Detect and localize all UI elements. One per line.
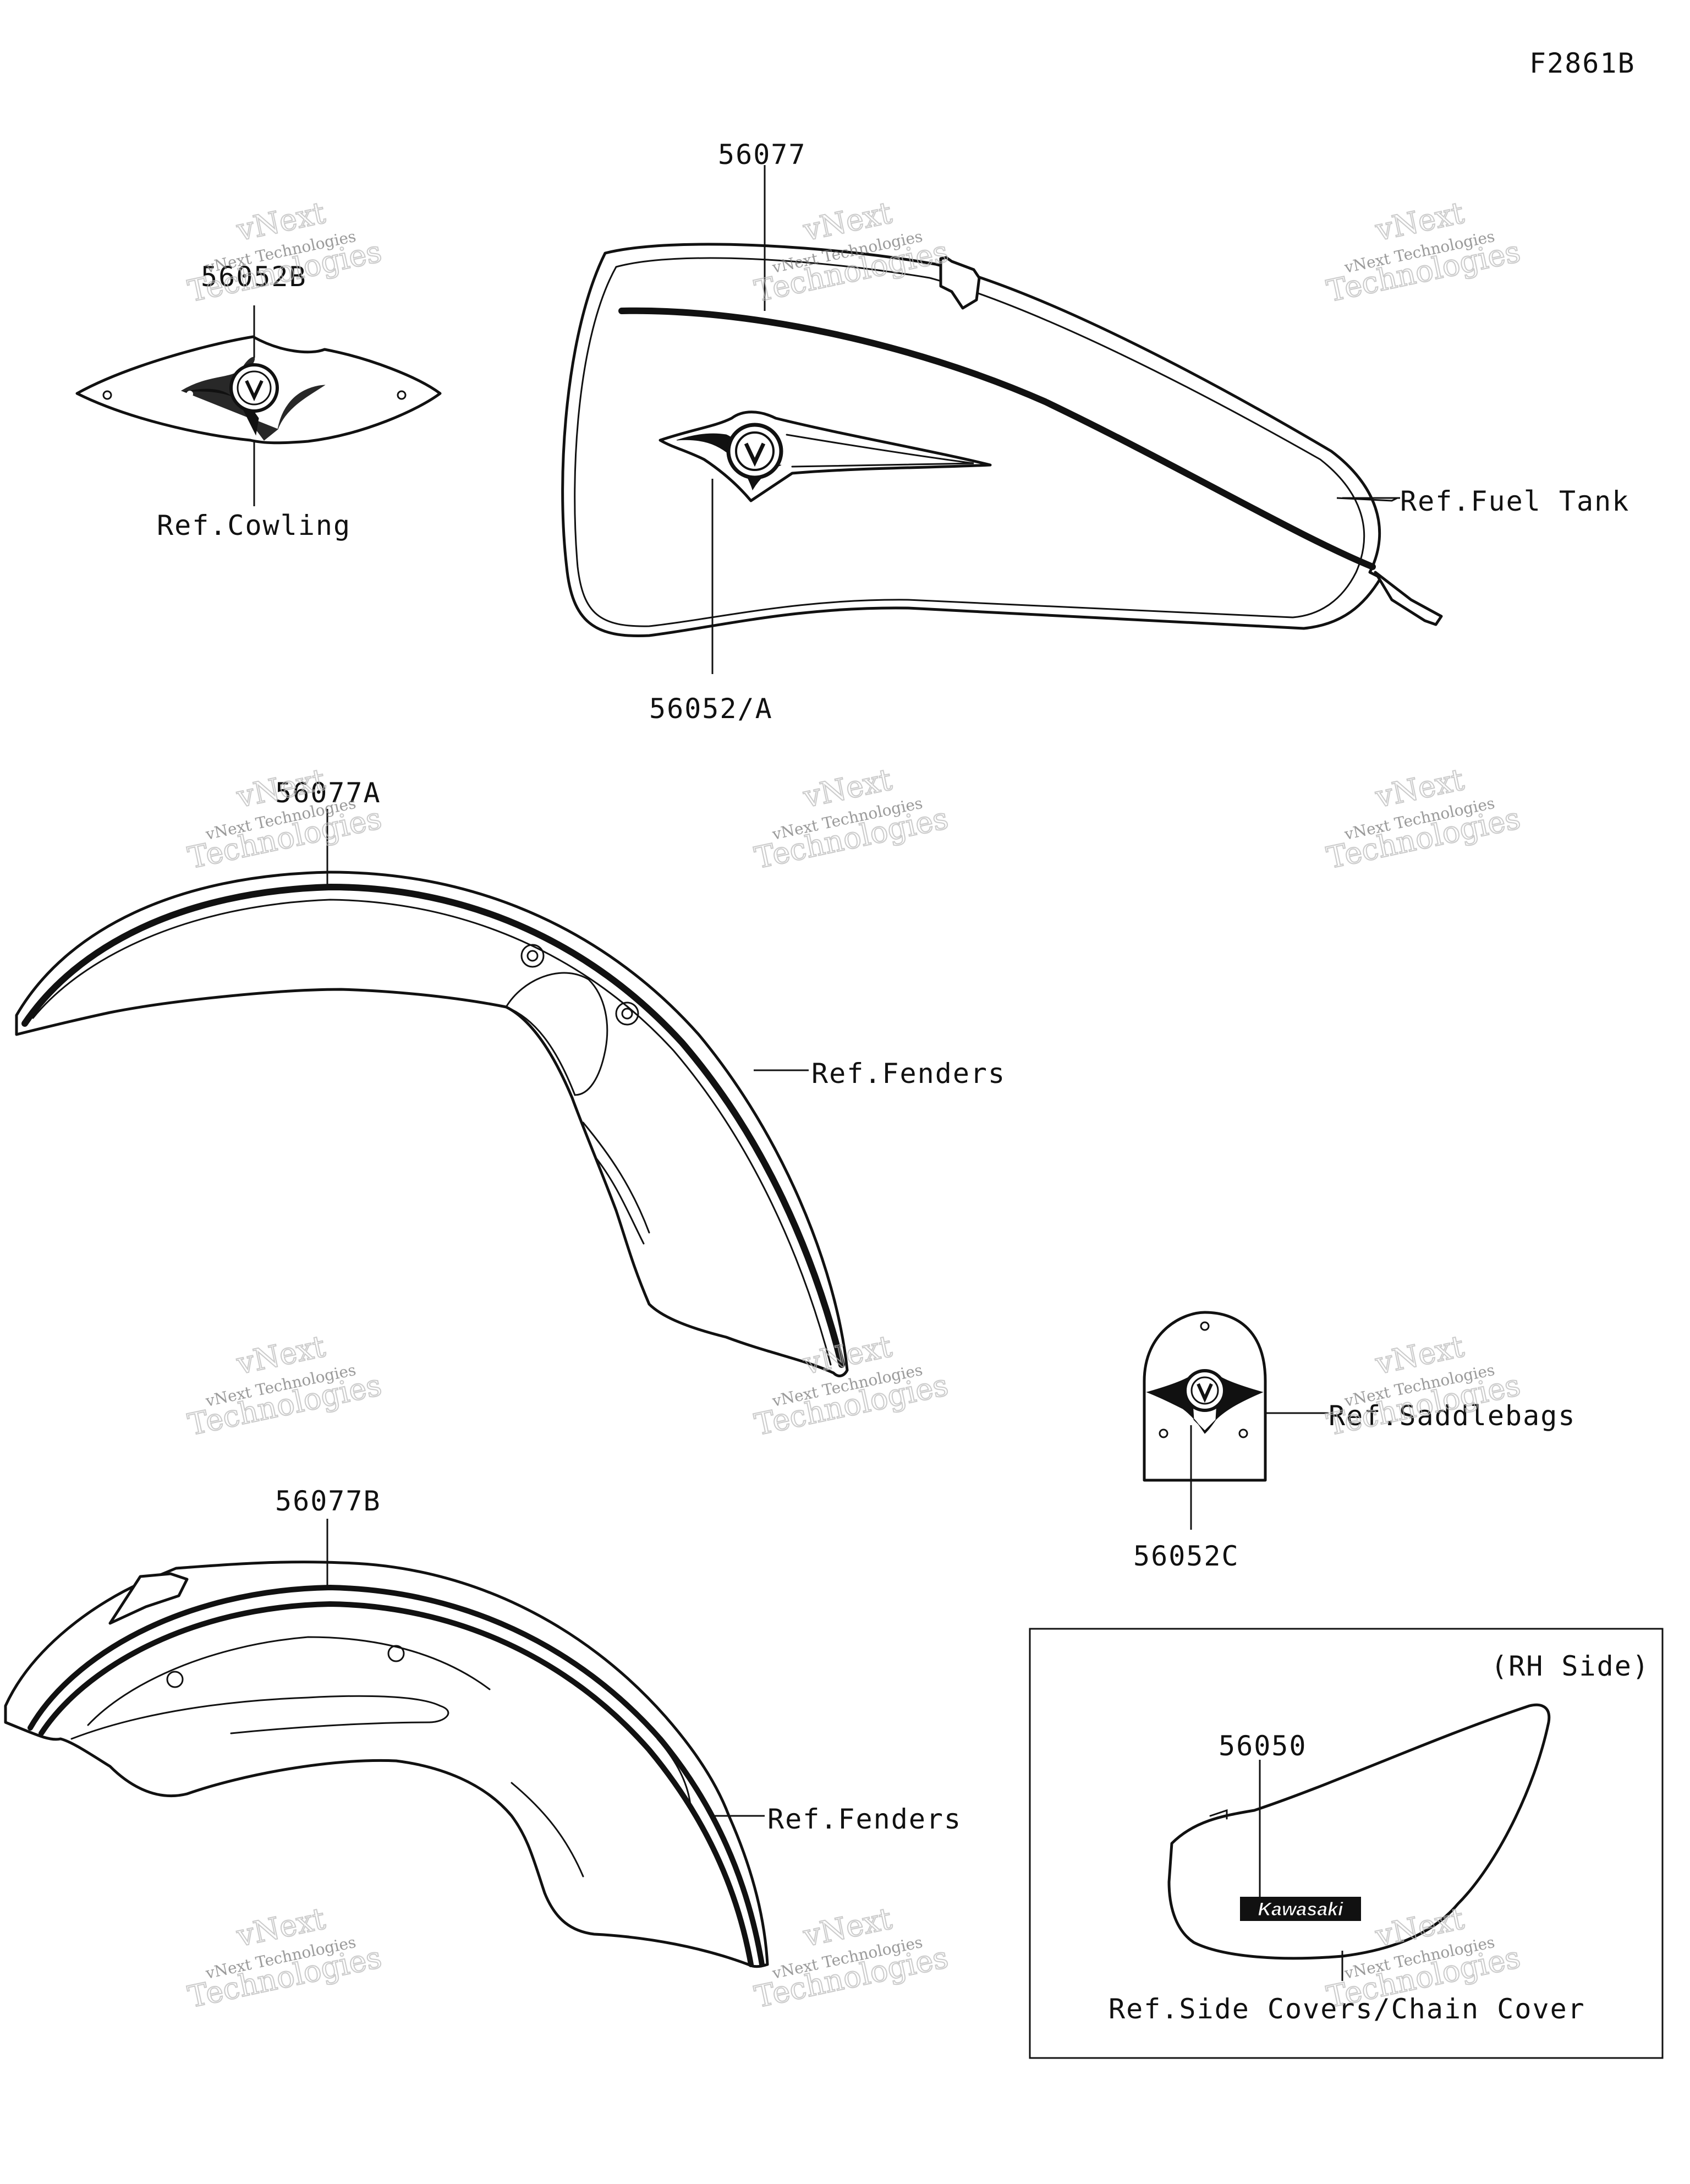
- label-56077: 56077: [718, 139, 806, 171]
- front-fender-stripe: [21, 883, 845, 1368]
- rear-fender-front-tab: [108, 1572, 189, 1625]
- front-fender-bolt-2: [615, 1001, 639, 1026]
- cowling-emblem-group: [75, 305, 442, 506]
- label-56050: 56050: [1219, 1730, 1307, 1762]
- kawasaki-logo-text: Kawasaki: [1258, 1899, 1345, 1920]
- fuel-tank-outline: [561, 243, 1382, 638]
- label-56052B: 56052B: [201, 261, 307, 293]
- cowling-hole-left: [102, 390, 112, 400]
- front-fender-group: [15, 809, 849, 1377]
- side-cover-outline: [1167, 1703, 1551, 1960]
- fuel-tank-group: [561, 165, 1443, 674]
- rear-fender-inner-curve: [70, 1695, 449, 1740]
- label-ref-cowling: Ref.Cowling: [157, 510, 351, 541]
- label-56052A: 56052/A: [649, 693, 773, 725]
- kawasaki-logo-decal: Kawasaki: [1240, 1897, 1361, 1921]
- label-ref-saddlebags: Ref.Saddlebags: [1329, 1400, 1576, 1432]
- label-56052C: 56052C: [1133, 1540, 1239, 1572]
- front-fender-outline: [15, 871, 849, 1377]
- rear-fender-stripe-2: [39, 1601, 754, 1967]
- rear-fender-group: [4, 1519, 769, 1968]
- label-rh-side: (RH Side): [1491, 1650, 1650, 1682]
- label-ref-fenders-rear: Ref.Fenders: [767, 1803, 962, 1835]
- saddlebag-group: [1143, 1311, 1329, 1530]
- rh-side-inset: Kawasaki: [1029, 1628, 1664, 2059]
- label-56077B: 56077B: [275, 1485, 381, 1517]
- saddlebag-v-emblem: [1146, 1369, 1264, 1434]
- label-56077A: 56077A: [275, 777, 381, 809]
- fuel-tank-filler-cap: [939, 256, 981, 310]
- figure-id: F2861B: [1529, 47, 1636, 79]
- rear-fender-stripe-1: [28, 1584, 765, 1967]
- cowling-hole-right: [397, 390, 407, 400]
- front-fender-fork-cutout: [504, 972, 608, 1096]
- label-ref-side-covers: Ref.Side Covers/Chain Cover: [1109, 1993, 1585, 2025]
- rear-fender-outline: [4, 1561, 769, 1968]
- label-ref-fenders-front: Ref.Fenders: [811, 1058, 1006, 1090]
- front-fender-bolt-1: [520, 944, 545, 968]
- fuel-tank-v-emblem: [659, 410, 992, 502]
- rear-fender-bolt-1: [166, 1671, 184, 1688]
- fuel-tank-rear-tab: [1374, 571, 1443, 626]
- cowling-v-emblem: [180, 357, 326, 441]
- label-ref-fuel-tank: Ref.Fuel Tank: [1400, 485, 1629, 517]
- leader-ref-fuel-tank: [1336, 497, 1398, 502]
- fuel-tank-stripe: [618, 307, 1376, 570]
- rear-fender-bolt-2: [387, 1645, 405, 1662]
